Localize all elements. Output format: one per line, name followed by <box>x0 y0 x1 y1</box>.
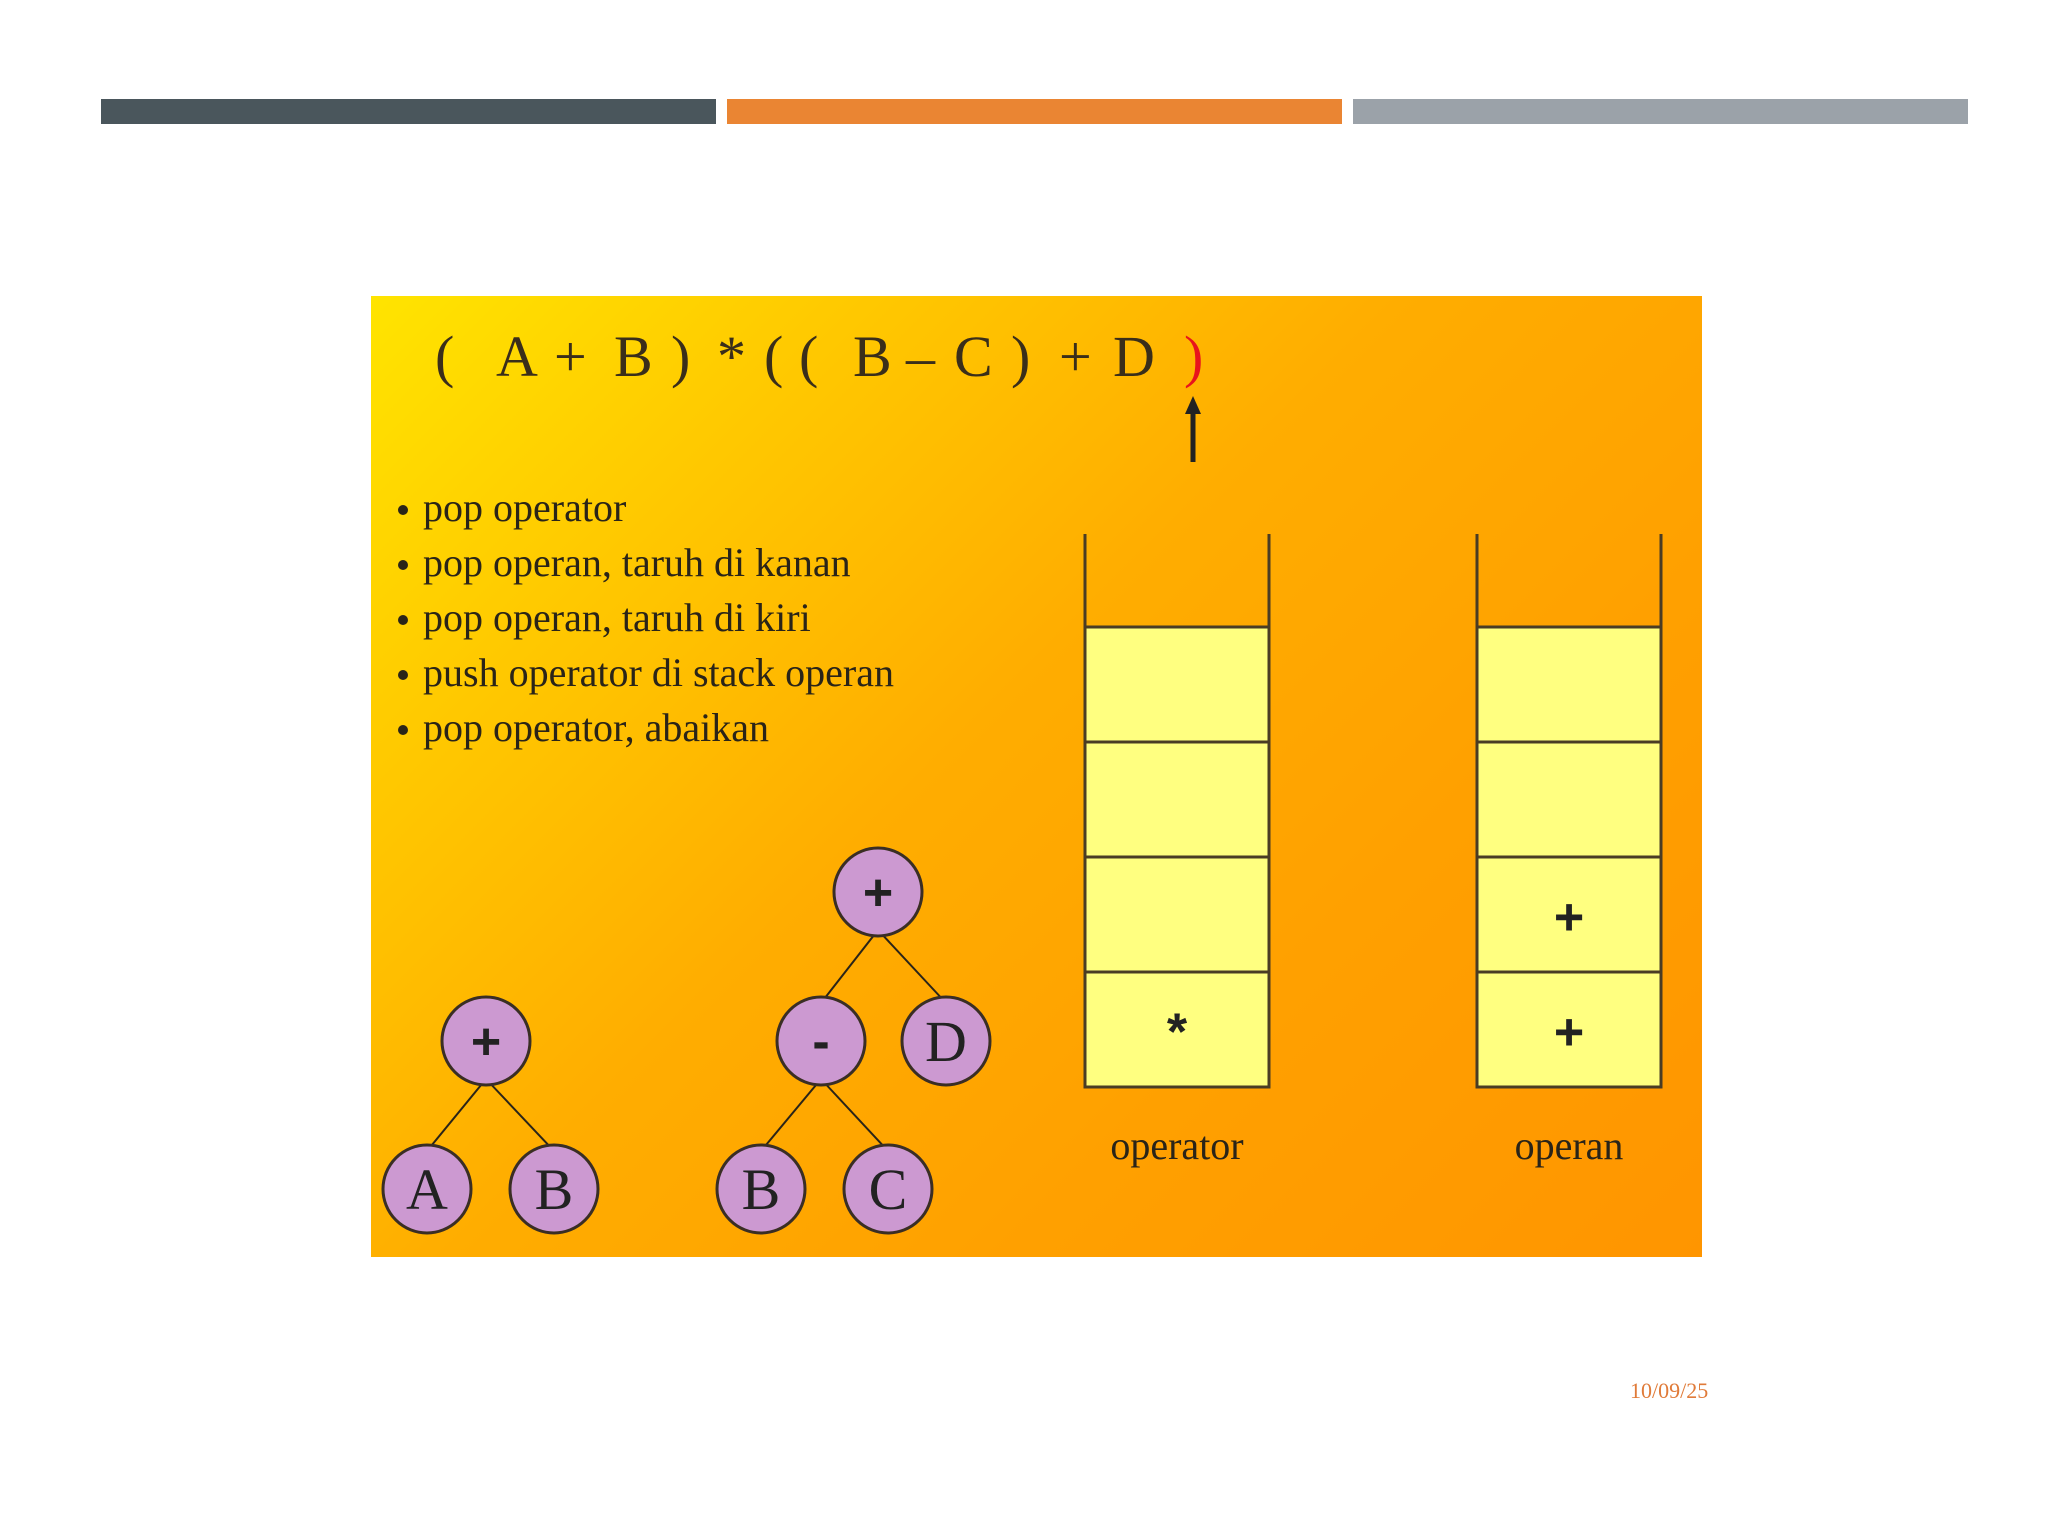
stack-label: operan <box>1515 1123 1624 1168</box>
stack-cell <box>1083 970 1271 1089</box>
stack-cell <box>1083 855 1271 974</box>
stacks: * operator + + operan <box>1083 534 1663 1168</box>
step-item: push operator di stack operan <box>423 650 894 695</box>
tree-edge <box>820 1078 889 1152</box>
expression-trees: + A B + - D B C <box>381 846 992 1235</box>
expression-tree: + A B <box>381 995 600 1235</box>
expression-token: ( <box>764 324 783 389</box>
tree-node-label: + <box>471 1013 501 1071</box>
expression-token: * <box>717 324 746 389</box>
bullet-icon <box>398 505 408 515</box>
bullet-icon <box>398 725 408 735</box>
tree-edge <box>877 929 947 1004</box>
stack-cell-value: + <box>1554 889 1584 947</box>
tree-edge <box>485 1078 555 1152</box>
expression-token: ) <box>671 324 690 389</box>
top-accent-bar-dark <box>101 99 716 124</box>
scan-pointer-arrow <box>1185 396 1201 462</box>
tree-node-label: B <box>535 1157 574 1222</box>
step-list: pop operator pop operan, taruh di kanan po… <box>398 485 894 750</box>
arrow-head-icon <box>1185 396 1201 414</box>
stack-cell <box>1475 740 1663 859</box>
tree-node-label: A <box>406 1157 448 1222</box>
step-item: pop operan, taruh di kiri <box>423 595 811 640</box>
tree-node-label: - <box>812 1013 829 1071</box>
tree-node <box>715 1143 807 1235</box>
tree-node-label: C <box>869 1157 908 1222</box>
bullet-icon <box>398 615 408 625</box>
tree-node <box>440 995 532 1087</box>
expression-token: B <box>853 324 892 389</box>
bullet-icon <box>398 560 408 570</box>
top-accent-bar-gray <box>1353 99 1968 124</box>
tree-edge <box>760 1078 822 1152</box>
expression-token: D <box>1113 324 1155 389</box>
tree-node <box>900 995 992 1087</box>
expression-token: + <box>1059 324 1092 389</box>
tree-node <box>832 846 924 938</box>
tree-node <box>381 1143 473 1235</box>
expression-token: ( <box>799 324 818 389</box>
tree-node-label: B <box>742 1157 781 1222</box>
stack-operator: * operator <box>1083 534 1271 1168</box>
expression-token: C <box>954 324 993 389</box>
slide-date: 10/09/25 <box>1630 1378 1709 1403</box>
tree-node <box>842 1143 934 1235</box>
stack-cell <box>1475 625 1663 744</box>
tree-node-label: D <box>925 1009 967 1074</box>
expression-token: – <box>905 324 936 389</box>
tree-node <box>775 995 867 1087</box>
stack-cell <box>1475 970 1663 1089</box>
stack-cell-value: + <box>1554 1004 1584 1062</box>
step-item: pop operan, taruh di kanan <box>423 540 851 585</box>
step-item: pop operator <box>423 485 626 530</box>
step-item: pop operator, abaikan <box>423 705 769 750</box>
expression-tree: + - D B C <box>715 846 992 1235</box>
tree-node <box>508 1143 600 1235</box>
tree-node-label: + <box>863 864 893 922</box>
expression-token: ( <box>435 324 454 389</box>
tree-edge <box>426 1078 487 1152</box>
stack-cell <box>1083 740 1271 859</box>
bullet-icon <box>398 670 408 680</box>
expression-token: B <box>614 324 653 389</box>
top-accent-bar-orange <box>727 99 1342 124</box>
expression-token: ) <box>1184 324 1203 389</box>
stack-operan: + + operan <box>1475 534 1663 1168</box>
expression-token: + <box>554 324 587 389</box>
stack-cell <box>1083 625 1271 744</box>
infix-expression: (A+B)*((B–C)+D) <box>435 324 1203 389</box>
expression-token: ) <box>1011 324 1030 389</box>
expression-token: A <box>496 324 538 389</box>
stack-cell <box>1475 855 1663 974</box>
stack-cell-value: * <box>1167 1004 1188 1062</box>
tree-edge <box>820 929 879 1004</box>
stack-label: operator <box>1110 1123 1243 1168</box>
